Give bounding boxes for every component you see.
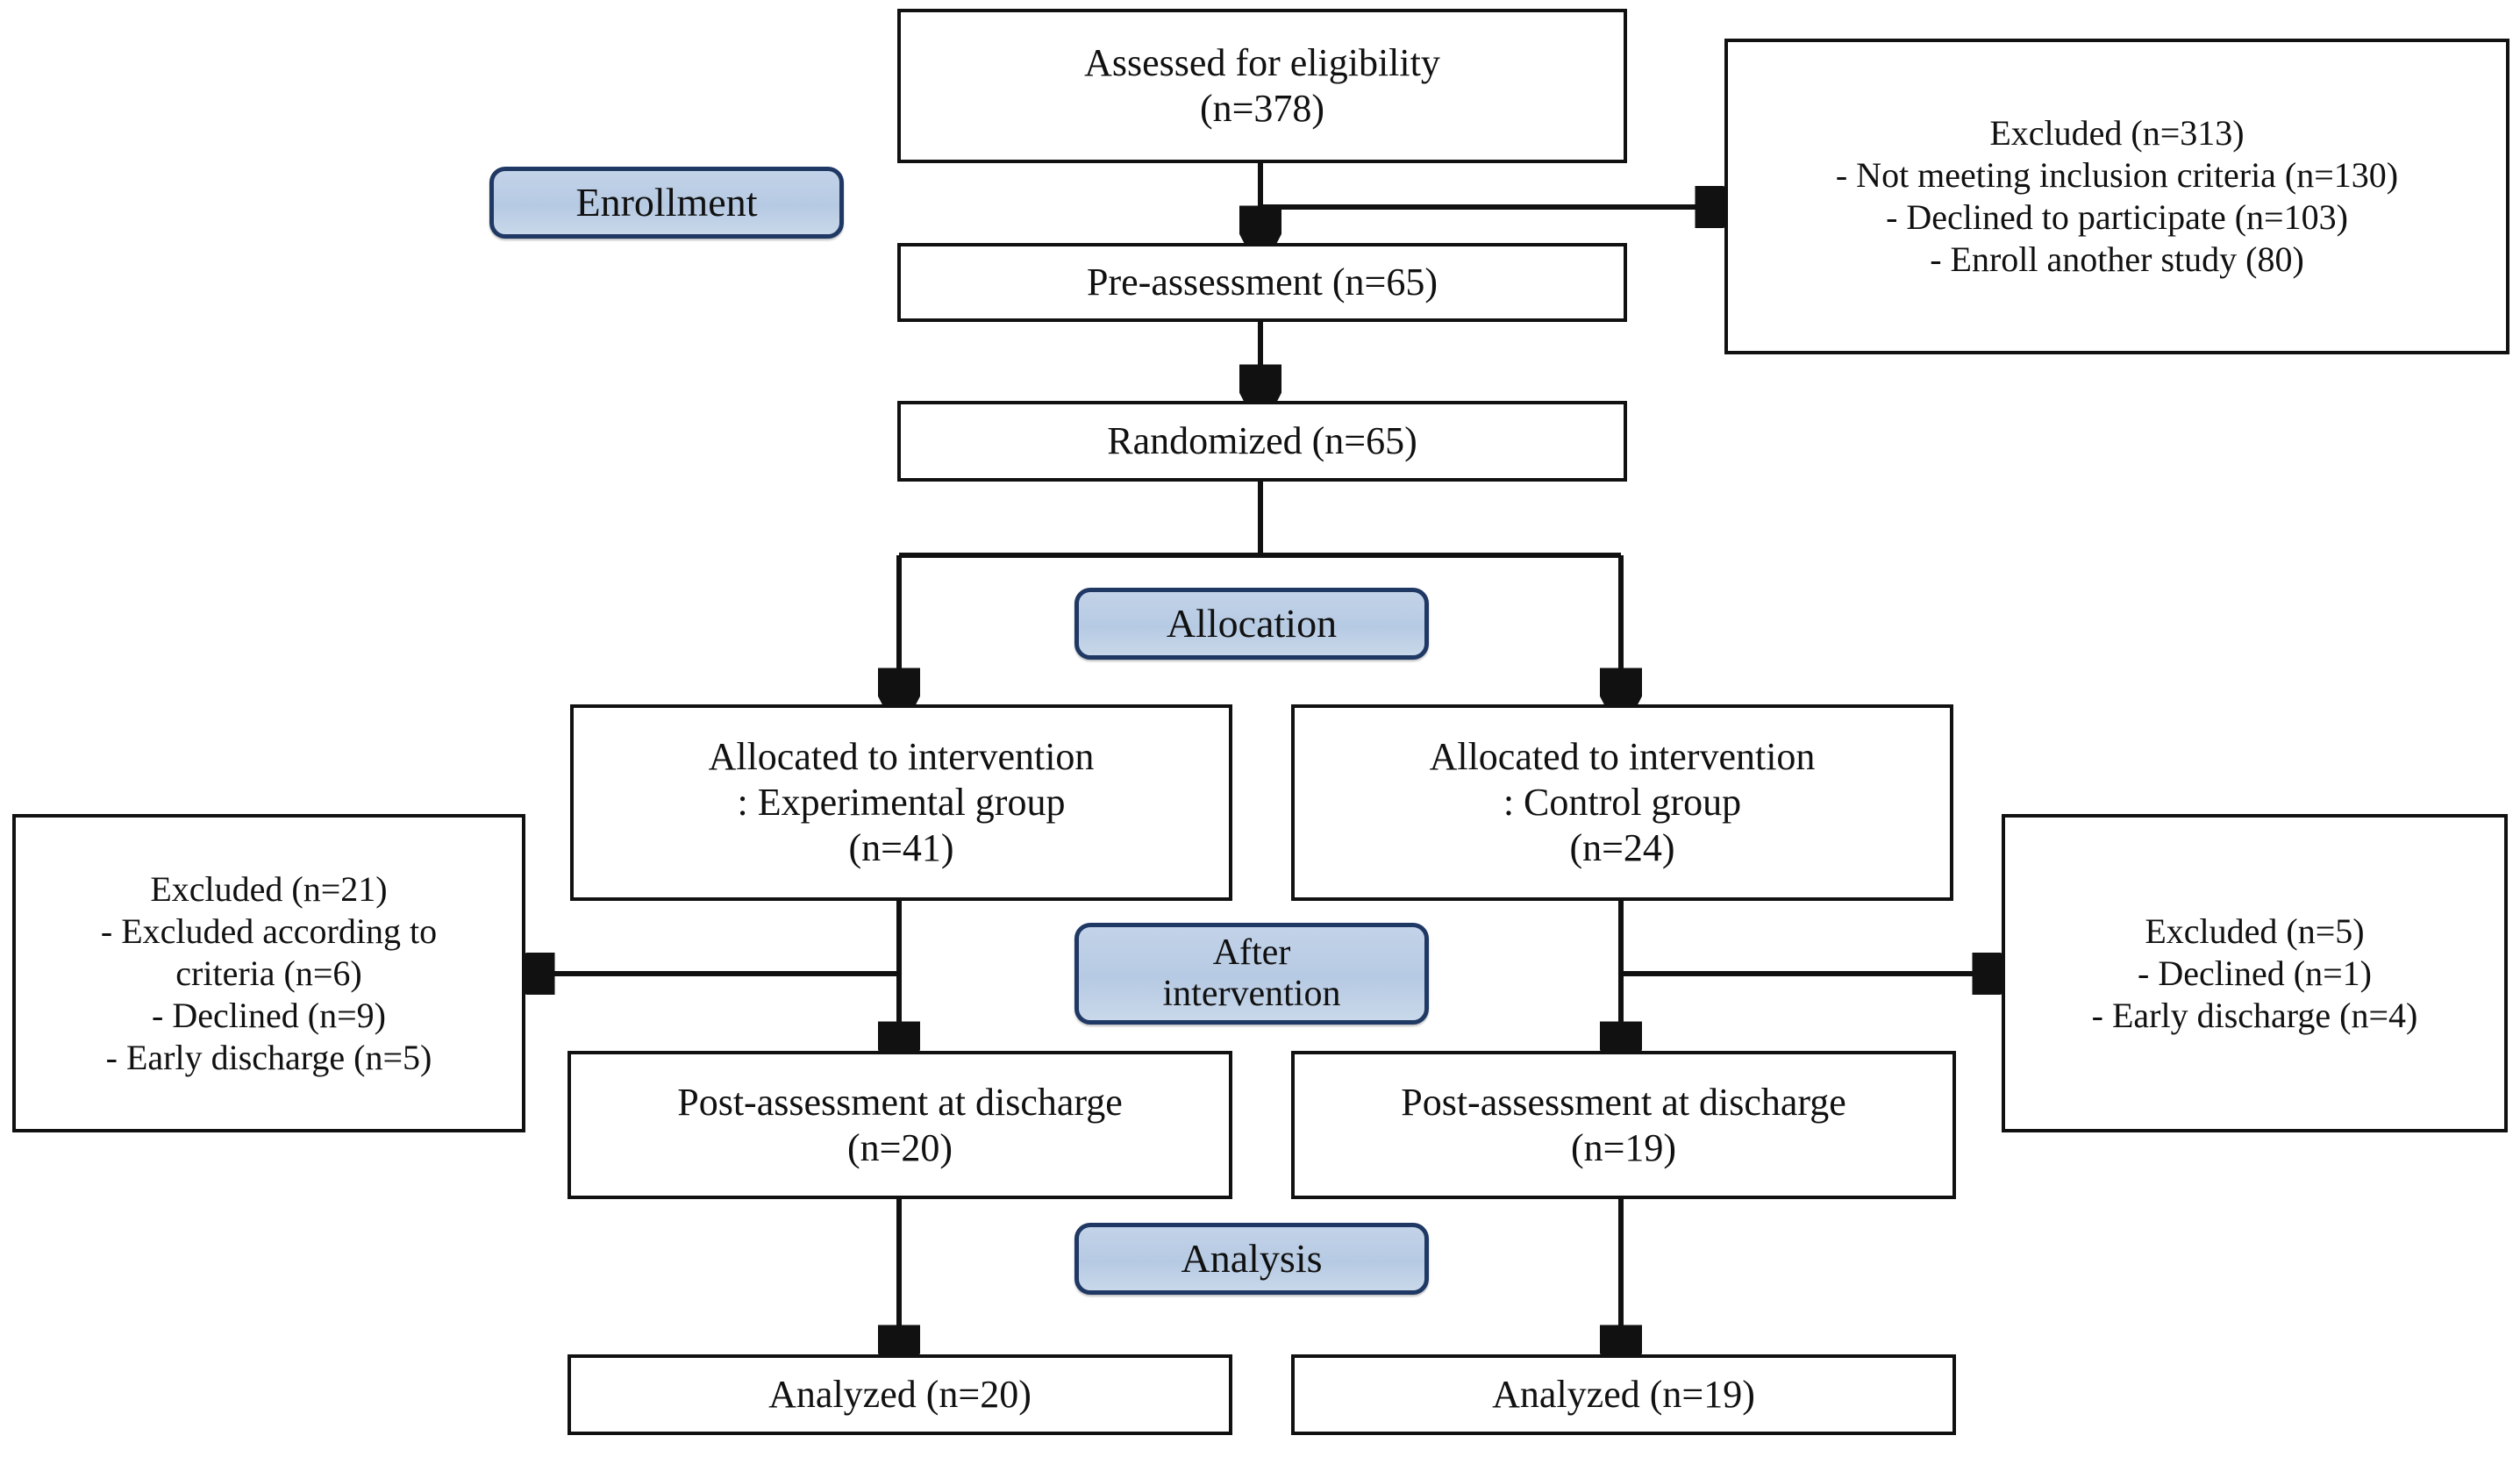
node-allocated-control: Allocated to intervention : Control grou… — [1291, 704, 1953, 901]
excluded-enrollment-line-4: - Enroll another study (80) — [1930, 239, 2304, 279]
stage-label-analysis: Analysis — [1074, 1223, 1429, 1295]
node-excluded-enrollment: Excluded (n=313) - Not meeting inclusion… — [1724, 39, 2509, 354]
post-experimental-line-2: (n=20) — [846, 1125, 953, 1169]
after-intervention-label-line-1: After — [1212, 932, 1291, 973]
alloc-control-line-2: : Control group — [1503, 781, 1742, 825]
alloc-control-line-1: Allocated to intervention — [1429, 735, 1816, 779]
stage-label-allocation: Allocation — [1074, 588, 1429, 660]
alloc-control-line-3: (n=24) — [1569, 825, 1675, 869]
excluded-experimental-line-3: criteria (n=6) — [175, 953, 362, 993]
node-assessed-for-eligibility: Assessed for eligibility (n=378) — [897, 9, 1627, 163]
after-intervention-label-line-2: intervention — [1162, 974, 1341, 1014]
enrollment-label-text: Enrollment — [575, 179, 758, 225]
stage-label-enrollment: Enrollment — [489, 167, 844, 239]
node-analyzed-experimental: Analyzed (n=20) — [568, 1354, 1232, 1435]
excluded-experimental-line-4: - Declined (n=9) — [152, 995, 386, 1035]
pre-assessment-line-1: Pre-assessment (n=65) — [1087, 261, 1438, 304]
alloc-experimental-line-2: : Experimental group — [737, 781, 1066, 825]
post-control-line-1: Post-assessment at discharge — [1401, 1080, 1846, 1124]
analysis-label-text: Analysis — [1181, 1235, 1323, 1281]
node-excluded-experimental: Excluded (n=21) - Excluded according to … — [12, 814, 525, 1132]
excluded-control-line-1: Excluded (n=5) — [2145, 911, 2365, 951]
post-experimental-line-1: Post-assessment at discharge — [677, 1080, 1123, 1124]
node-post-assessment-control: Post-assessment at discharge (n=19) — [1291, 1051, 1956, 1199]
node-excluded-control: Excluded (n=5) - Declined (n=1) - Early … — [2002, 814, 2508, 1132]
node-pre-assessment: Pre-assessment (n=65) — [897, 243, 1627, 322]
post-control-line-2: (n=19) — [1570, 1125, 1677, 1169]
excluded-experimental-line-2: - Excluded according to — [100, 911, 438, 951]
randomized-line-1: Randomized (n=65) — [1107, 419, 1417, 463]
alloc-experimental-line-3: (n=41) — [848, 825, 954, 869]
excluded-enrollment-line-1: Excluded (n=313) — [1989, 113, 2245, 153]
analyzed-experimental-line-1: Analyzed (n=20) — [768, 1373, 1032, 1417]
node-allocated-experimental: Allocated to intervention : Experimental… — [570, 704, 1232, 901]
analyzed-control-line-1: Analyzed (n=19) — [1492, 1373, 1755, 1417]
node-analyzed-control: Analyzed (n=19) — [1291, 1354, 1956, 1435]
excluded-control-line-3: - Early discharge (n=4) — [2091, 995, 2418, 1035]
alloc-experimental-line-1: Allocated to intervention — [708, 735, 1095, 779]
assessed-line-1: Assessed for eligibility — [1084, 41, 1440, 85]
excluded-experimental-line-1: Excluded (n=21) — [150, 868, 388, 909]
excluded-control-line-2: - Declined (n=1) — [2138, 953, 2372, 993]
node-post-assessment-experimental: Post-assessment at discharge (n=20) — [568, 1051, 1232, 1199]
allocation-label-text: Allocation — [1166, 600, 1338, 646]
excluded-enrollment-line-3: - Declined to participate (n=103) — [1886, 197, 2348, 237]
stage-label-after-intervention: After intervention — [1074, 923, 1429, 1025]
excluded-enrollment-line-2: - Not meeting inclusion criteria (n=130) — [1835, 155, 2399, 195]
node-randomized: Randomized (n=65) — [897, 401, 1627, 482]
assessed-line-2: (n=378) — [1199, 87, 1325, 130]
excluded-experimental-line-5: - Early discharge (n=5) — [105, 1037, 432, 1077]
